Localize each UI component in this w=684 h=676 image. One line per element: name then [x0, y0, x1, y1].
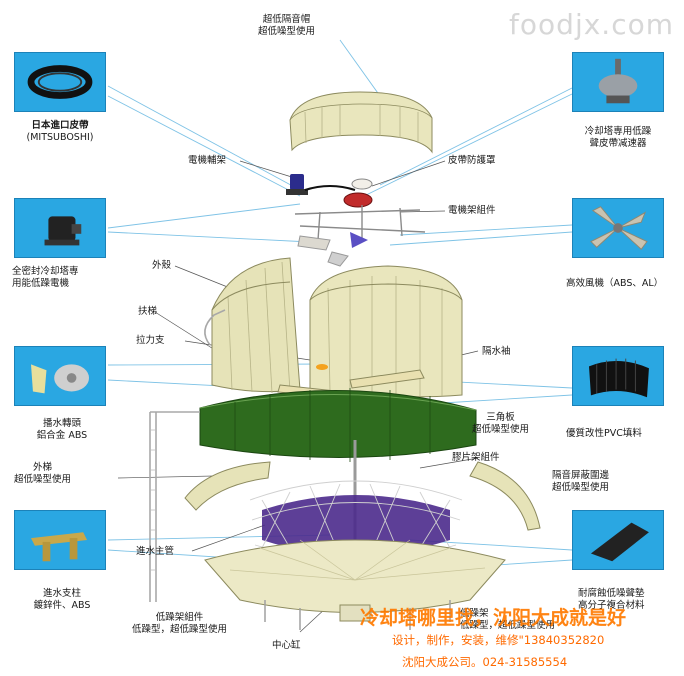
label-pointers: [117, 160, 479, 633]
label-triangle-plate: 三角板超低噪型使用: [472, 412, 530, 435]
promo-slogan: 冷却塔哪里找，沈阳大成就是好: [360, 607, 627, 629]
center-tank: [339, 604, 371, 622]
photo-inlet-column: [14, 510, 106, 570]
outer-shell-left: [211, 257, 301, 394]
label-inlet-column: 進水支柱鍍鋅件、ABS: [33, 588, 91, 611]
label-water-sleeve: 隔水袖: [482, 346, 511, 357]
top-cap: [289, 91, 433, 154]
photo-pvc-fill: [572, 346, 664, 406]
fan-blade-part: [297, 235, 331, 251]
label-sound-screen: 隔音屏蔽圍邊超低噪型使用: [552, 470, 610, 493]
leader-lines: [107, 39, 573, 571]
label-fill-frame: 膠片架組件: [452, 452, 500, 463]
label-fan: 高效風機（ABS、AL）: [566, 278, 664, 289]
label-sprinkler: 播水轉頭鋁合金 ABS: [36, 418, 88, 441]
label-low-frame-right: 低躁架低躁型，超低躁型使用: [460, 608, 556, 631]
motor-frame: [294, 205, 426, 241]
label-belt: 日本進口皮帶(MITSUBOSHI): [26, 120, 94, 143]
label-belt-guard: 皮帶防護罩: [448, 155, 496, 166]
label-shell: 外殼: [152, 260, 172, 271]
photo-anti-corrosion-pad: [572, 510, 664, 570]
photo-reducer: [572, 52, 664, 112]
label-motor-frame-support: 電機輔架: [188, 155, 227, 166]
label-top-cap: 超低隔音帽超低噪型使用: [258, 14, 316, 37]
basin-legs: [264, 600, 451, 630]
label-low-frame: 低躁架組件低躁型，超低躁型使用: [132, 612, 228, 635]
basin: [204, 539, 506, 613]
label-main-pipe: 進水主管: [136, 546, 175, 557]
watermark: foodjx.com: [509, 8, 674, 41]
label-outer-ladder: 外梯超低噪型使用: [14, 462, 72, 485]
label-motor: 全密封冷却塔専用能低躁電機: [12, 266, 79, 289]
label-reducer: 冷却塔専用低躁聲皮帶减速器: [584, 126, 652, 149]
motor-assembly: [286, 174, 373, 208]
photo-motor: [14, 198, 106, 258]
bracket-part: [327, 251, 349, 267]
ladder-rungs: [150, 429, 156, 571]
label-motor-frame-assembly: 電機架組件: [448, 205, 496, 216]
label-ladder: 扶梯: [138, 306, 158, 317]
screen-arc-right: [469, 461, 541, 531]
promo-services: 设计，制作，安装，维修"13840352820: [392, 633, 605, 647]
label-pvc-fill: 優質改性PVC填料: [566, 428, 642, 439]
label-center-tank: 中心缸: [272, 640, 301, 651]
photo-fan: [572, 198, 664, 258]
pvc-fill-layer: [199, 388, 477, 462]
photo-belt: [14, 52, 106, 112]
screen-arc-left: [184, 461, 271, 511]
fan-hub: [350, 232, 368, 248]
photo-sprinkler: [14, 346, 106, 406]
promo-company: 沈阳大成公司。024-31585554: [402, 655, 568, 669]
label-corrosion-pad: 耐腐蝕低噪聲墊高分子複合材料: [578, 588, 645, 611]
label-tie-rod: 拉力支: [136, 335, 165, 346]
